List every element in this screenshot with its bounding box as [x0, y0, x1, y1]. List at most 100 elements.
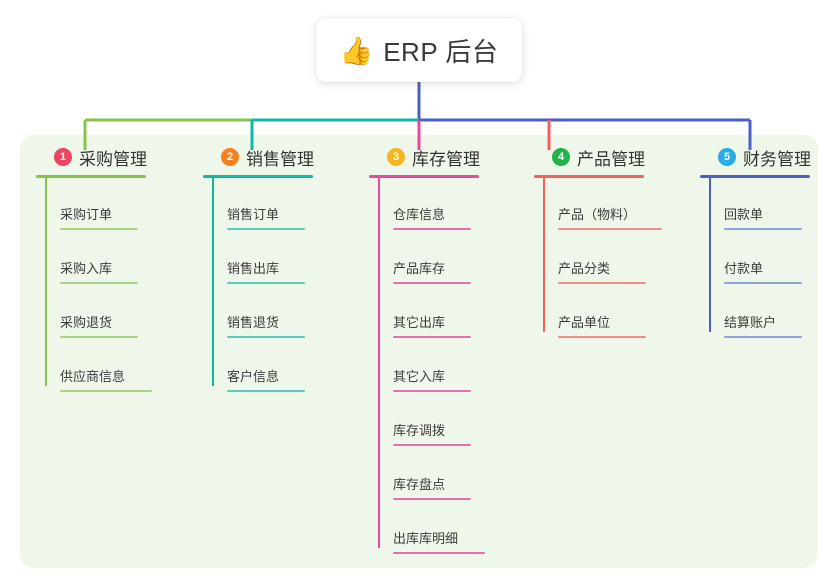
leaf-item[interactable]: 仓库信息: [369, 204, 471, 230]
column-header-5[interactable]: 5 财务管理: [700, 143, 839, 171]
leaf-underline: [227, 390, 305, 392]
column-header-2[interactable]: 2 销售管理: [203, 143, 355, 171]
column-title: 产品管理: [577, 149, 645, 169]
leaf-label: 采购入库: [60, 261, 113, 276]
leaf-label: 库存盘点: [393, 477, 446, 492]
leaf-item[interactable]: 产品库存: [369, 258, 471, 284]
leaf-item[interactable]: 客户信息: [203, 366, 305, 392]
content-panel: [20, 135, 818, 568]
leaf-underline: [60, 390, 152, 392]
leaf-list: 回款单付款单结算账户: [700, 178, 839, 340]
column-2: 2 销售管理销售订单销售出库销售退货客户信息: [203, 143, 355, 394]
leaf-underline: [227, 336, 305, 338]
leaf-label: 出库库明细: [393, 531, 459, 546]
leaf-item[interactable]: 产品（物料）: [534, 204, 662, 230]
leaf-underline: [393, 336, 471, 338]
leaf-item[interactable]: 其它出库: [369, 312, 471, 338]
leaf-label: 采购订单: [60, 207, 113, 222]
column-spine: [45, 178, 47, 386]
thumbs-up-icon: 👍: [339, 35, 374, 66]
leaf-label: 仓库信息: [393, 207, 446, 222]
column-underline: [36, 175, 146, 178]
leaf-label: 产品分类: [558, 261, 611, 276]
column-spine: [378, 178, 380, 548]
leaf-underline: [393, 390, 471, 392]
leaf-label: 产品库存: [393, 261, 446, 276]
column-title: 库存管理: [412, 149, 480, 169]
leaf-label: 客户信息: [227, 369, 280, 384]
column-badge: 3: [387, 148, 405, 166]
leaf-item[interactable]: 销售订单: [203, 204, 305, 230]
column-header-3[interactable]: 3 库存管理: [369, 143, 529, 171]
column-spine: [543, 178, 545, 332]
leaf-label: 库存调拨: [393, 423, 446, 438]
leaf-item[interactable]: 结算账户: [700, 312, 802, 338]
leaf-list: 采购订单采购入库采购退货供应商信息: [36, 178, 188, 394]
leaf-label: 其它入库: [393, 369, 446, 384]
column-5: 5 财务管理回款单付款单结算账户: [700, 143, 839, 340]
leaf-underline: [558, 228, 662, 230]
leaf-label: 产品单位: [558, 315, 611, 330]
leaf-item[interactable]: 采购订单: [36, 204, 138, 230]
leaf-label: 回款单: [724, 207, 764, 222]
column-underline: [700, 175, 810, 178]
column-title: 采购管理: [79, 149, 147, 169]
column-title: 财务管理: [743, 149, 811, 169]
column-underline: [534, 175, 644, 178]
leaf-item[interactable]: 采购退货: [36, 312, 138, 338]
leaf-item[interactable]: 销售出库: [203, 258, 305, 284]
leaf-label: 其它出库: [393, 315, 446, 330]
leaf-underline: [724, 228, 802, 230]
leaf-underline: [724, 282, 802, 284]
leaf-item[interactable]: 回款单: [700, 204, 802, 230]
column-spine: [709, 178, 711, 332]
leaf-label: 采购退货: [60, 315, 113, 330]
column-underline: [369, 175, 479, 178]
leaf-underline: [558, 336, 646, 338]
leaf-underline: [60, 282, 138, 284]
leaf-list: 产品（物料） 产品分类产品单位: [534, 178, 694, 340]
leaf-underline: [60, 228, 138, 230]
leaf-underline: [393, 498, 471, 500]
leaf-item[interactable]: 供应商信息: [36, 366, 152, 392]
column-3: 3 库存管理仓库信息产品库存其它出库其它入库库存调拨库存盘点出库库明细: [369, 143, 529, 556]
column-title: 销售管理: [246, 149, 314, 169]
leaf-item[interactable]: 付款单: [700, 258, 802, 284]
leaf-item[interactable]: 销售退货: [203, 312, 305, 338]
leaf-label: 付款单: [724, 261, 764, 276]
leaf-underline: [558, 282, 646, 284]
leaf-label: 供应商信息: [60, 369, 126, 384]
leaf-label: 产品（物料）: [558, 207, 637, 222]
leaf-item[interactable]: 产品分类: [534, 258, 646, 284]
leaf-underline: [60, 336, 138, 338]
leaf-item[interactable]: 库存调拨: [369, 420, 471, 446]
leaf-underline: [393, 282, 471, 284]
leaf-underline: [227, 228, 305, 230]
leaf-item[interactable]: 出库库明细: [369, 528, 485, 554]
leaf-item[interactable]: 采购入库: [36, 258, 138, 284]
leaf-label: 销售订单: [227, 207, 280, 222]
leaf-underline: [393, 228, 471, 230]
leaf-underline: [724, 336, 802, 338]
column-badge: 2: [221, 148, 239, 166]
column-badge: 5: [718, 148, 736, 166]
leaf-label: 结算账户: [724, 315, 777, 330]
leaf-item[interactable]: 其它入库: [369, 366, 471, 392]
leaf-label: 销售退货: [227, 315, 280, 330]
leaf-underline: [393, 552, 485, 554]
leaf-list: 仓库信息产品库存其它出库其它入库库存调拨库存盘点出库库明细: [369, 178, 529, 556]
leaf-label: 销售出库: [227, 261, 280, 276]
leaf-underline: [227, 282, 305, 284]
leaf-item[interactable]: 库存盘点: [369, 474, 471, 500]
leaf-underline: [393, 444, 471, 446]
leaf-list: 销售订单销售出库销售退货客户信息: [203, 178, 355, 394]
root-title: ERP 后台: [383, 36, 499, 67]
column-spine: [212, 178, 214, 386]
root-node[interactable]: 👍 ERP 后台: [316, 18, 522, 82]
leaf-item[interactable]: 产品单位: [534, 312, 646, 338]
